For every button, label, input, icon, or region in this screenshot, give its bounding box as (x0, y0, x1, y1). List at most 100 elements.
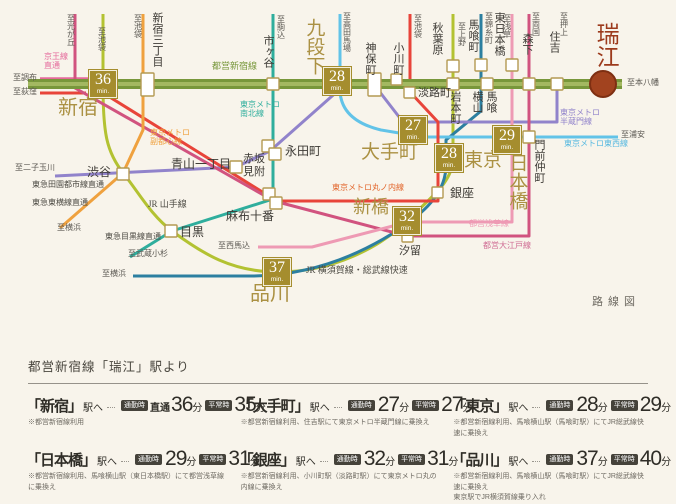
normal-time-tag: 平常時 (610, 453, 638, 465)
map-label: 至浦安 (621, 130, 645, 139)
station-marker-shibuya (116, 167, 130, 181)
minute-suffix: 分 (186, 457, 197, 468)
destination-entry-main: 「日本橋」 駅へ 通勤時 29 分 平常時 31 分 (26, 447, 260, 470)
map-label: 至二子玉川 (15, 163, 55, 172)
map-label: 至荻窪 (13, 87, 37, 96)
commute-minutes: 37 (576, 447, 598, 470)
map-label: 至池袋 (133, 14, 143, 38)
map-label: 汐留 (399, 245, 421, 257)
destination-entry: 「銀座」 駅へ 通勤時 32 分 平常時 31 分 ※都営新宿線利用、小川町駅（… (238, 447, 459, 504)
badge-unit: min. (442, 162, 456, 170)
map-label: 馬喰 (484, 91, 497, 113)
commute-time-tag: 通勤時 (135, 453, 163, 465)
entry-note: ※都営新宿線利用、小川町駅（淡路町駅）にて東京メトロ丸の内線に乗換え (240, 473, 437, 491)
normal-minutes: 29 (639, 393, 662, 416)
map-label: 東京メトロ 南北線 (240, 100, 280, 119)
dotted-leader (333, 406, 342, 408)
map-label: 住吉 (547, 31, 560, 53)
map-label: 麻布十番 (226, 209, 275, 223)
station-marker-nagatacho-b (268, 147, 282, 161)
badge-minutes: 32 (399, 208, 415, 226)
map-label: 銀座 (450, 186, 475, 200)
station-marker-awajicho (403, 86, 416, 99)
destination-station-name: 「銀座」 (238, 453, 296, 469)
map-label: 新宿 (58, 97, 98, 119)
map-label: 東京 (464, 150, 503, 171)
station-marker-ogawamachi (390, 73, 403, 86)
to-station-suffix: 駅へ (97, 457, 118, 468)
map-label: JR 横須賀線・総武線快速 (306, 265, 408, 275)
map-label: 至光が丘 (66, 14, 76, 46)
minute-suffix: 分 (249, 457, 260, 468)
map-label: 永田町 (285, 144, 322, 158)
station-marker-azabu-juban (269, 196, 283, 210)
line-namboku-meguro-line (129, 14, 275, 259)
normal-minutes: 27 (441, 393, 463, 416)
to-station-suffix: 駅へ (309, 403, 330, 414)
destination-entry: 「東京」 駅へ 通勤時 28 分 平常時 29 分 ※都営新宿線利用、馬喰横山駅… (451, 393, 671, 439)
minute-suffix: 分 (597, 457, 608, 468)
map-label: 赤坂 見附 (243, 153, 265, 178)
destination-entry-main: 「銀座」 駅へ 通勤時 32 分 平常時 31 分 (238, 447, 459, 470)
map-label: 東京メトロ丸ノ内線 (332, 183, 404, 192)
destination-station-name: 「品川」 (451, 453, 508, 469)
destination-entry-main: 「東京」 駅へ 通勤時 28 分 平常時 29 分 (451, 393, 671, 416)
map-label: 至両国 (531, 12, 541, 36)
map-label: 東京メトロ 半蔵門線 (560, 108, 600, 127)
map-label: 東京メトロ東西線 (564, 139, 628, 148)
dotted-leader (532, 460, 541, 462)
destination-station-name: 「新宿」 (26, 399, 83, 415)
destination-entry-notes: ※都営新宿線利用、住吉駅にて東京メトロ半蔵門線に乗換え (241, 418, 438, 429)
dotted-leader (319, 460, 328, 462)
to-station-suffix: 駅へ (508, 403, 529, 414)
badge-minutes: 28 (329, 68, 345, 86)
destination-entry: 「新宿」 駅へ 通勤時 直通 36 分 平常時 35 分 ※都営新宿線利用 (26, 394, 266, 439)
map-label: 秋葉原 (430, 22, 443, 55)
commute-minutes: 32 (363, 447, 386, 470)
station-marker-ichigaya (266, 77, 280, 91)
badge-unit: min. (406, 134, 420, 142)
map-label: 至横浜 (102, 269, 126, 278)
commute-minutes: 29 (165, 447, 187, 470)
map-label: 至押上 (559, 12, 569, 36)
map-label: 馬喰町 (466, 19, 479, 52)
map-label: 市ヶ谷 (261, 35, 274, 68)
map-label: 至横浜 (57, 223, 81, 232)
line-hanzomon-line (54, 86, 559, 178)
station-marker-jimbocho (367, 72, 382, 97)
map-label: 至浅草 (502, 14, 512, 38)
map-label: 至錦糸町 (484, 12, 494, 44)
normal-time-tag: 平常時 (199, 453, 227, 465)
badge-minutes: 36 (95, 71, 111, 89)
normal-time-tag: 平常時 (412, 399, 440, 411)
normal-time-tag: 平常時 (205, 399, 233, 411)
entry-note: ※都営新宿線利用、馬喰横山駅（東日本橋駅）にて都営浅草線に乗換え (28, 473, 224, 491)
minute-suffix: 分 (385, 457, 396, 468)
map-label: 至高田馬場 (342, 12, 352, 52)
map-label: 新橋 (353, 197, 389, 217)
destination-entry: 「品川」 駅へ 通勤時 37 分 平常時 40 分 ※都営新宿線利用、馬喰横山駅… (451, 447, 671, 504)
minute-suffix: 分 (448, 457, 459, 468)
minute-suffix: 分 (597, 403, 608, 414)
minute-suffix: 分 (192, 403, 203, 414)
destination-station-name: 「大手町」 (238, 399, 310, 415)
destination-entry-notes: ※都営新宿線利用、馬喰横山駅（馬喰町駅）にてJR総武線快速に乗換え東京駅でJR横… (453, 472, 650, 504)
map-label: 目黒 (180, 225, 205, 239)
map-label: 至西馬込 (218, 241, 250, 250)
map-label: 至上野 (457, 22, 467, 46)
map-label: 東急目黒線直通 (105, 232, 161, 241)
map-label: 都営新宿線 (212, 61, 258, 71)
destination-entry-main: 「大手町」 駅へ 通勤時 27 分 平常時 27 分 (238, 394, 473, 416)
station-marker-ginza (431, 186, 444, 199)
station-marker-shinjuku-sanchome (140, 72, 155, 97)
normal-minutes: 31 (427, 447, 449, 470)
route-map: 新宿九段下大手町東京日本橋新橋品川瑞江新宿三丁目市ヶ谷神保町小川町淡路町秋葉原岩… (13, 12, 659, 308)
map-label: 淡路町 (418, 87, 451, 99)
destination-entry: 「大手町」 駅へ 通勤時 27 分 平常時 27 分 ※都営新宿線利用、住吉駅に… (238, 394, 473, 439)
badge-unit: min. (330, 85, 344, 93)
commute-minutes: 28 (576, 393, 598, 416)
dotted-leader (121, 460, 130, 462)
